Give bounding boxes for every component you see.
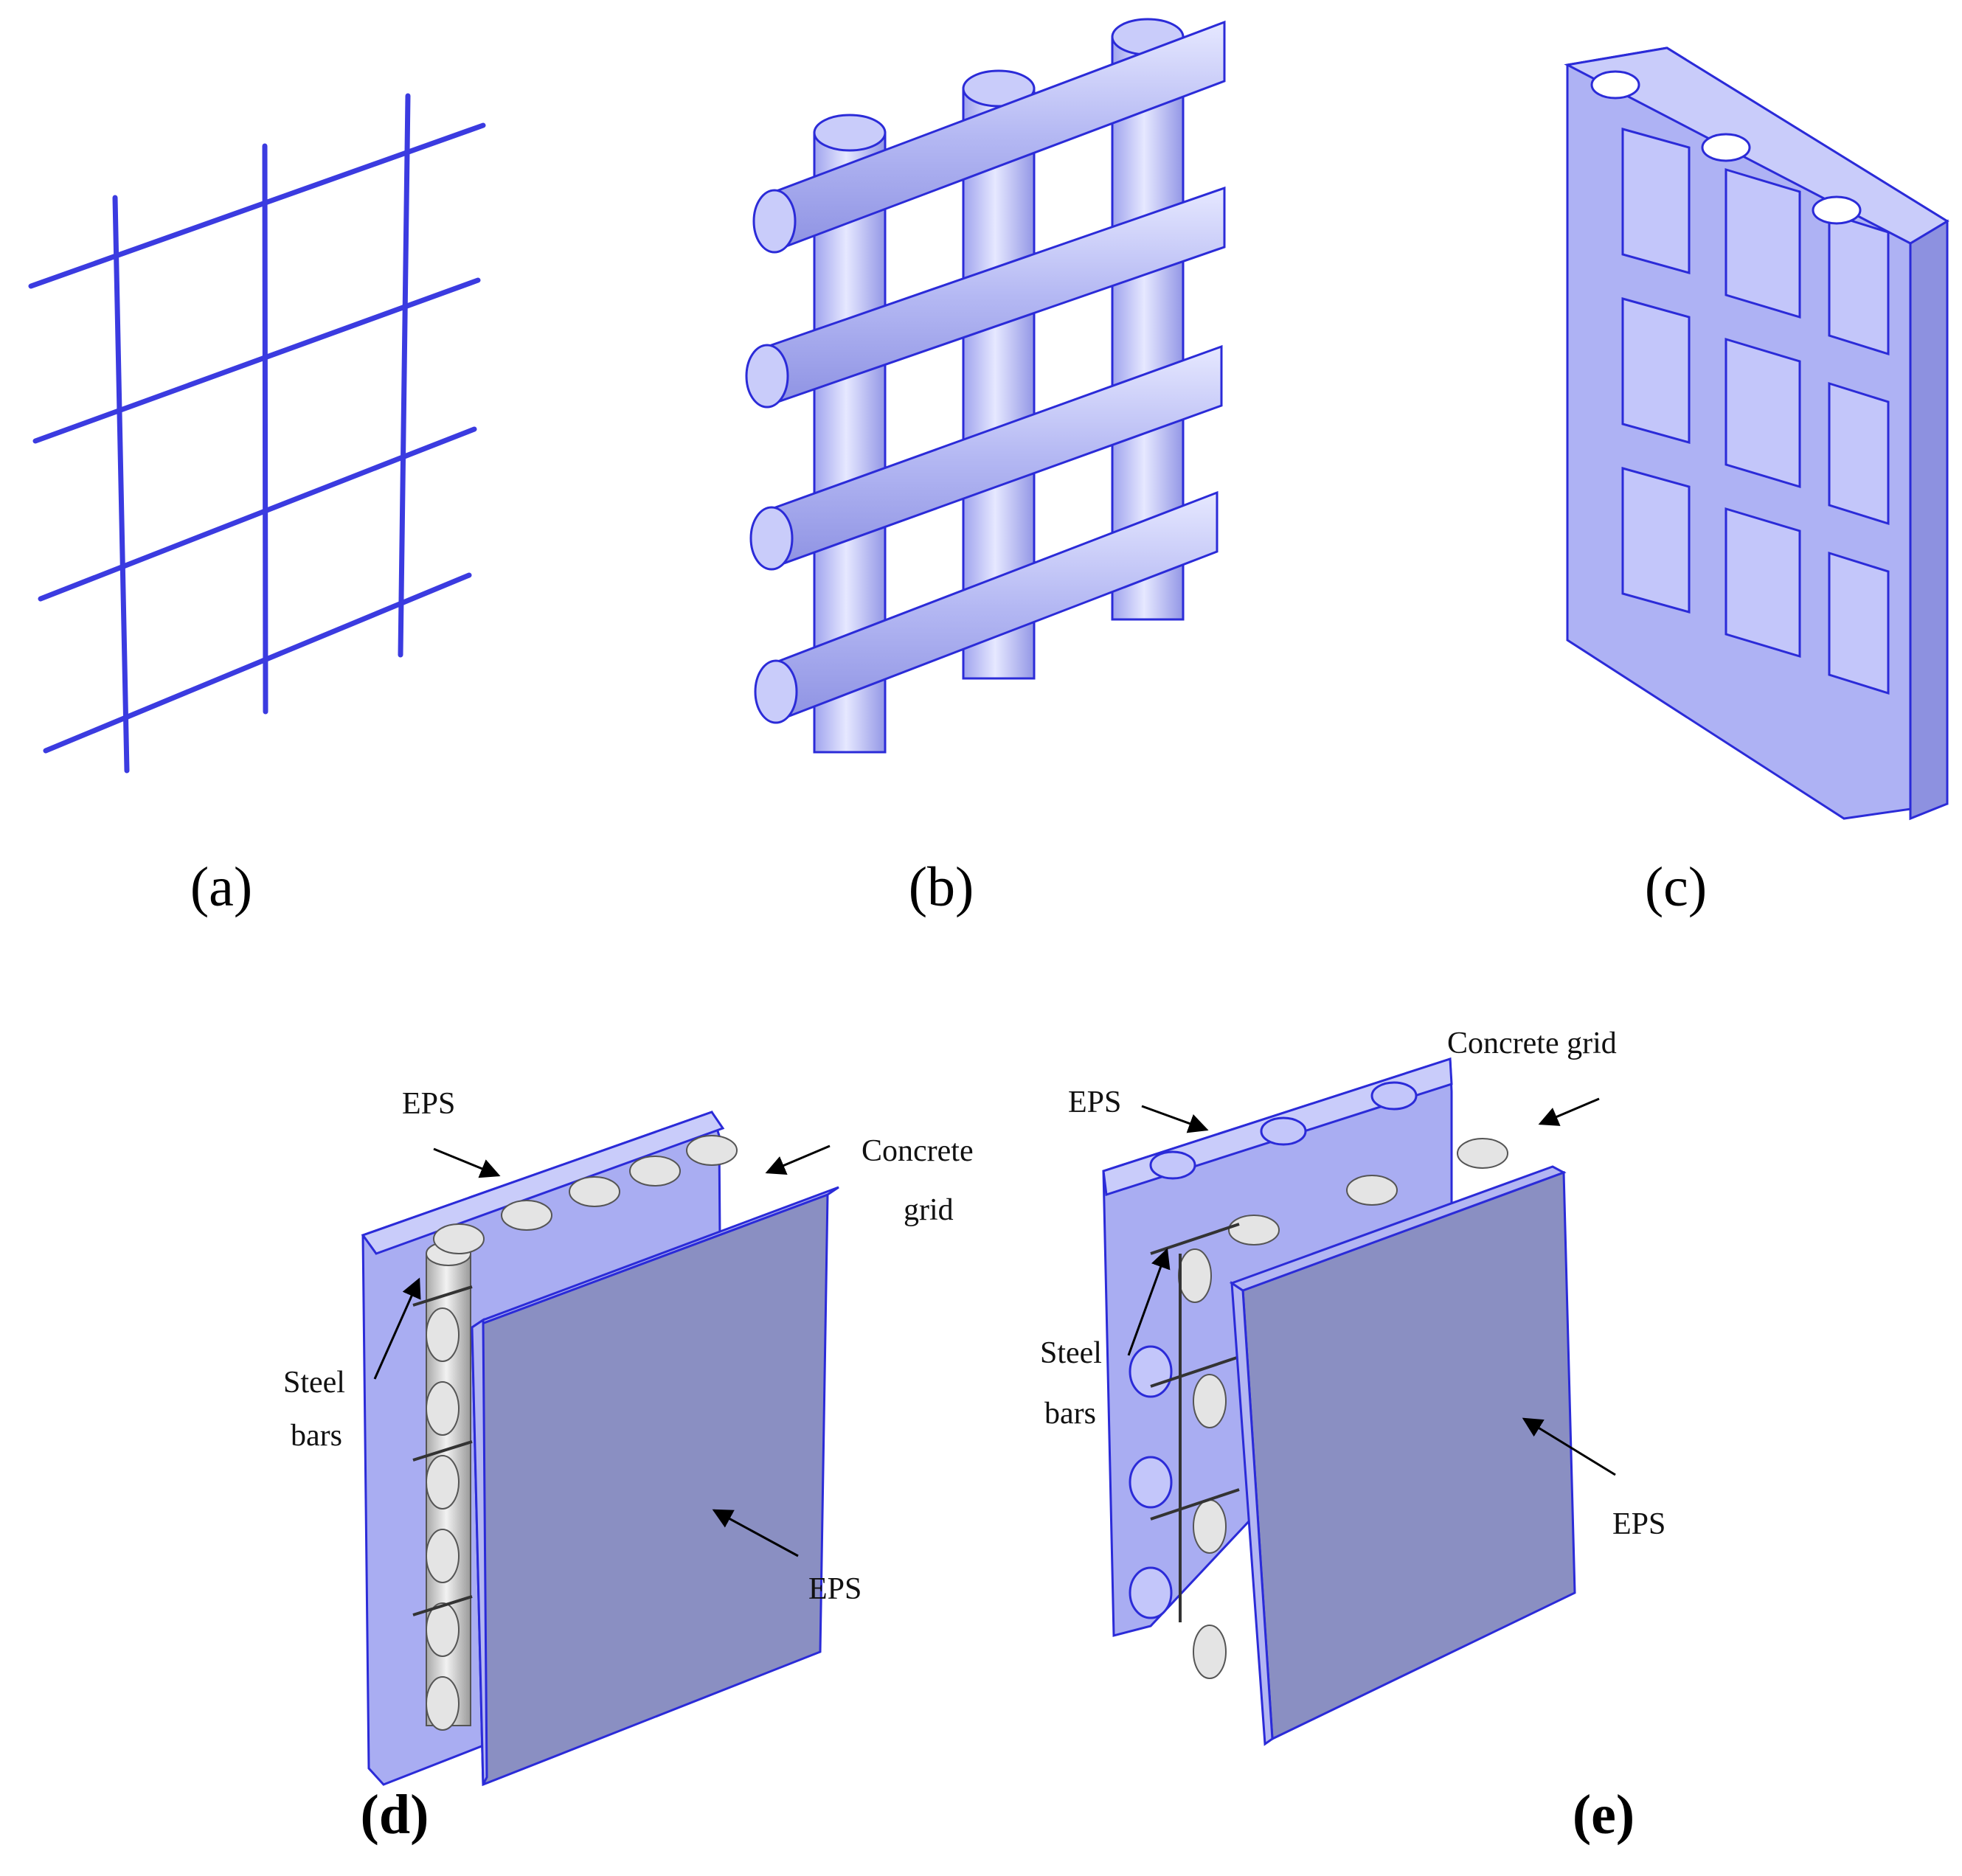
panel-d-eps-top-label: EPS — [402, 1087, 455, 1121]
panel-e-concrete-cylinders — [1178, 1138, 1508, 1679]
panel-d-eps-face-arrow — [712, 1509, 799, 1557]
panel-b-label: (b) — [909, 856, 974, 918]
panel-b-concrete-grid — [745, 18, 1226, 754]
panel-d-steel-label-line2: bars — [291, 1419, 342, 1453]
panel-d-concrete-cylinders — [426, 1135, 738, 1731]
panel-d-annotations: EPS Concrete grid Steel bars EPS — [283, 1087, 974, 1606]
panel-a-steel-mesh — [28, 93, 486, 774]
panel-c-eps-panel — [1564, 46, 1949, 821]
panel-e-steel-label-line2: bars — [1044, 1397, 1096, 1431]
panel-e-steel-label-line1: Steel — [1040, 1336, 1102, 1370]
panel-d-steel-label-line1: Steel — [283, 1366, 345, 1400]
panel-d-sandwich-wall — [361, 1111, 839, 1787]
panel-e-concrete-label: Concrete grid — [1447, 1026, 1617, 1060]
panel-d-concrete-arrow — [765, 1144, 831, 1175]
panel-c-semicircle-cuts — [1590, 70, 1862, 225]
panel-c-label: (c) — [1645, 856, 1707, 918]
panel-d-steel-arrow — [373, 1277, 421, 1380]
panel-e-eps-top-label: EPS — [1068, 1085, 1121, 1119]
panel-d-eps-top-arrow — [433, 1147, 501, 1178]
panel-d-eps-face-label: EPS — [808, 1572, 862, 1606]
panel-e-concrete-arrow — [1538, 1097, 1600, 1126]
panel-e-steel-arrow — [1127, 1248, 1171, 1356]
panel-e-steel-bars — [1150, 1223, 1240, 1622]
panel-e-annotations: EPS Concrete grid Steel bars EPS — [1040, 1026, 1665, 1541]
panel-d-concrete-label-line2: grid — [904, 1193, 954, 1227]
panel-e-eps-face-arrow — [1522, 1417, 1616, 1476]
panel-c-grooves — [1621, 128, 1890, 695]
panel-d-label: (d) — [361, 1784, 429, 1846]
panel-e-eps-top-arrow — [1141, 1105, 1209, 1133]
panel-e-grooves — [1129, 1081, 1418, 1619]
panel-d-concrete-label-line1: Concrete — [862, 1134, 974, 1168]
panel-e-label: (e) — [1573, 1784, 1635, 1846]
panel-e-sandwich-wall — [1102, 1057, 1576, 1746]
panel-b-beam-3 — [749, 344, 1223, 571]
panel-e-eps-face-label: EPS — [1612, 1507, 1665, 1541]
panel-b-beam-2 — [745, 186, 1226, 409]
panel-a-label: (a) — [190, 856, 252, 918]
panel-d-steel-bars — [412, 1285, 473, 1616]
panel-b-beam-4 — [754, 490, 1219, 724]
panel-b-beam-1 — [752, 20, 1226, 254]
